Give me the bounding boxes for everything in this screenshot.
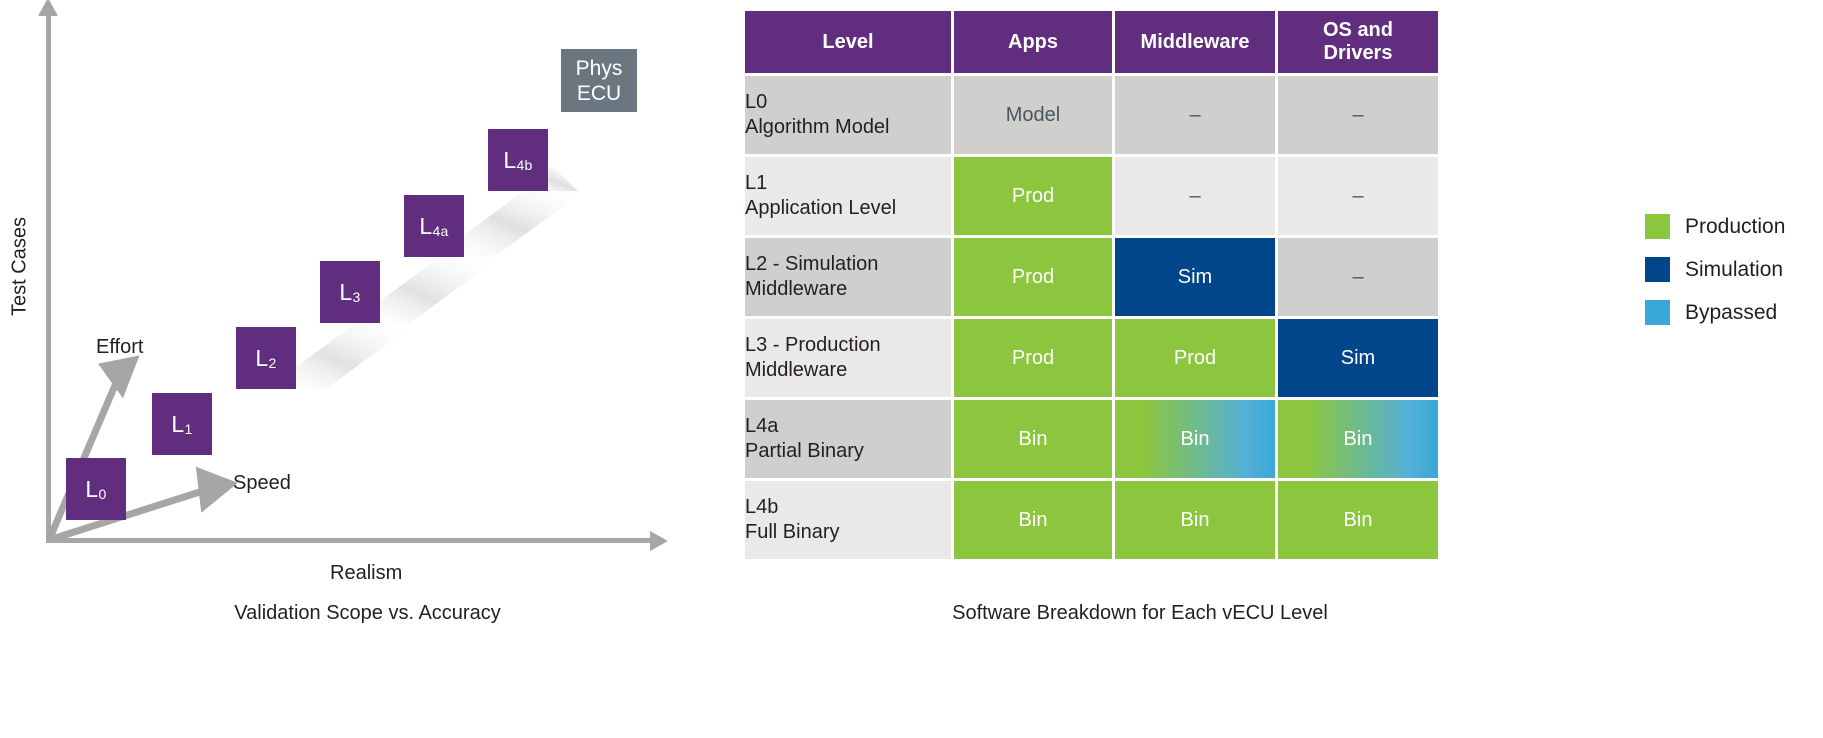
table-row[interactable]: L1 Application Level Prod – – xyxy=(745,157,1438,235)
cell-level-l1-line2: Application Level xyxy=(745,197,897,219)
table-header-row: Level Apps Middleware OS and Drivers xyxy=(745,11,1438,73)
level-box-l4b-sub: 4b xyxy=(516,157,533,173)
level-box-l4a-base: L xyxy=(419,212,433,239)
level-box-l3-base: L xyxy=(339,278,353,305)
physical-ecu-box[interactable]: Phys ECU xyxy=(561,49,637,112)
cell-level-l0-line2: Algorithm Model xyxy=(745,116,890,138)
level-box-l0-base: L xyxy=(85,475,99,502)
cell-middleware-l1: – xyxy=(1115,157,1275,235)
table-body: L0 Algorithm Model Model – – L1 Applicat… xyxy=(745,76,1438,559)
level-box-l4a-sub: 4a xyxy=(432,223,449,239)
effort-speed-arrows xyxy=(45,355,238,544)
cell-level-l2: L2 - Simulation Middleware xyxy=(745,238,951,316)
software-breakdown-table-panel: Level Apps Middleware OS and Drivers L0 … xyxy=(742,8,1438,562)
level-box-l1-sub: 1 xyxy=(184,421,193,437)
cell-middleware-l0: – xyxy=(1115,76,1275,154)
cell-level-l4b: L4b Full Binary xyxy=(745,481,951,559)
table-row[interactable]: L0 Algorithm Model Model – – xyxy=(745,76,1438,154)
cell-level-l3-line2: Middleware xyxy=(745,359,848,381)
cell-os-l4b: Bin xyxy=(1278,481,1438,559)
cell-level-l0: L0 Algorithm Model xyxy=(745,76,951,154)
cell-apps-l3: Prod xyxy=(954,319,1112,397)
cell-level-l3: L3 - Production Middleware xyxy=(745,319,951,397)
level-box-l0-sub: 0 xyxy=(98,486,107,502)
cell-level-l4b-line2: Full Binary xyxy=(745,521,840,543)
cell-level-l3-line1: L3 - Production xyxy=(745,334,881,356)
level-box-l2-base: L xyxy=(255,344,269,371)
left-caption: Validation Scope vs. Accuracy xyxy=(234,602,501,624)
legend-label-bypassed: Bypassed xyxy=(1685,300,1778,324)
cell-level-l2-line2: Middleware xyxy=(745,278,848,300)
cell-os-l3: Sim xyxy=(1278,319,1438,397)
cell-middleware-l4b: Bin xyxy=(1115,481,1275,559)
cell-apps-l4a: Bin xyxy=(954,400,1112,478)
cell-level-l4a-line2: Partial Binary xyxy=(745,440,864,462)
y-axis-line xyxy=(46,12,51,542)
table-row[interactable]: L2 - Simulation Middleware Prod Sim – xyxy=(745,238,1438,316)
column-header-os-and-drivers[interactable]: OS and Drivers xyxy=(1278,11,1438,73)
cell-apps-l4b: Bin xyxy=(954,481,1112,559)
cell-level-l1: L1 Application Level xyxy=(745,157,951,235)
legend-swatch-production-icon xyxy=(1645,214,1670,239)
legend: Production Simulation Bypassed xyxy=(1645,205,1823,334)
cell-middleware-l4a: Bin xyxy=(1115,400,1275,478)
level-box-l3-sub: 3 xyxy=(352,289,361,305)
table-header: Level Apps Middleware OS and Drivers xyxy=(745,11,1438,73)
cell-level-l2-line1: L2 - Simulation xyxy=(745,253,879,275)
x-axis-arrow-icon xyxy=(650,531,668,551)
speed-label: Speed xyxy=(233,472,291,494)
cell-level-l4a: L4a Partial Binary xyxy=(745,400,951,478)
column-header-middleware[interactable]: Middleware xyxy=(1115,11,1275,73)
legend-item-bypassed[interactable]: Bypassed xyxy=(1645,291,1823,334)
diagonal-shadow-band xyxy=(266,166,584,389)
cell-apps-l1: Prod xyxy=(954,157,1112,235)
physical-ecu-line1: Phys xyxy=(575,56,623,80)
cell-os-l1: – xyxy=(1278,157,1438,235)
cell-middleware-l3: Prod xyxy=(1115,319,1275,397)
column-header-os-line1: OS and xyxy=(1322,19,1393,41)
cell-level-l1-line1: L1 xyxy=(745,172,768,194)
physical-ecu-line2: ECU xyxy=(576,81,622,105)
table-row[interactable]: L4b Full Binary Bin Bin Bin xyxy=(745,481,1438,559)
cell-os-l2: – xyxy=(1278,238,1438,316)
column-header-apps[interactable]: Apps xyxy=(954,11,1112,73)
cell-level-l4a-line1: L4a xyxy=(745,415,779,437)
cell-os-l0: – xyxy=(1278,76,1438,154)
legend-swatch-bypassed-icon xyxy=(1645,300,1670,325)
table-row[interactable]: L4a Partial Binary Bin Bin Bin xyxy=(745,400,1438,478)
legend-item-production[interactable]: Production xyxy=(1645,205,1823,248)
software-breakdown-table: Level Apps Middleware OS and Drivers L0 … xyxy=(742,8,1441,562)
x-axis-label: Realism xyxy=(330,562,403,584)
legend-swatch-simulation-icon xyxy=(1645,257,1670,282)
effort-label: Effort xyxy=(96,336,144,358)
cell-apps-l0: Model xyxy=(954,76,1112,154)
cell-middleware-l2: Sim xyxy=(1115,238,1275,316)
level-box-l2-sub: 2 xyxy=(268,355,277,371)
level-box-l1-base: L xyxy=(171,410,185,437)
table-row[interactable]: L3 - Production Middleware Prod Prod Sim xyxy=(745,319,1438,397)
cell-os-l4a: Bin xyxy=(1278,400,1438,478)
y-axis-arrow-icon xyxy=(38,0,58,16)
legend-label-production: Production xyxy=(1685,214,1786,238)
legend-item-simulation[interactable]: Simulation xyxy=(1645,248,1823,291)
legend-label-simulation: Simulation xyxy=(1685,257,1784,281)
cell-apps-l2: Prod xyxy=(954,238,1112,316)
column-header-level[interactable]: Level xyxy=(745,11,951,73)
x-axis-line xyxy=(46,538,656,543)
level-box-l4b-base: L xyxy=(503,146,517,173)
y-axis-label: Test Cases xyxy=(8,217,31,316)
column-header-os-line2: Drivers xyxy=(1323,42,1393,64)
cell-level-l0-line1: L0 xyxy=(745,91,768,113)
cell-level-l4b-line1: L4b xyxy=(745,496,779,518)
right-caption: Software Breakdown for Each vECU Level xyxy=(952,602,1328,624)
